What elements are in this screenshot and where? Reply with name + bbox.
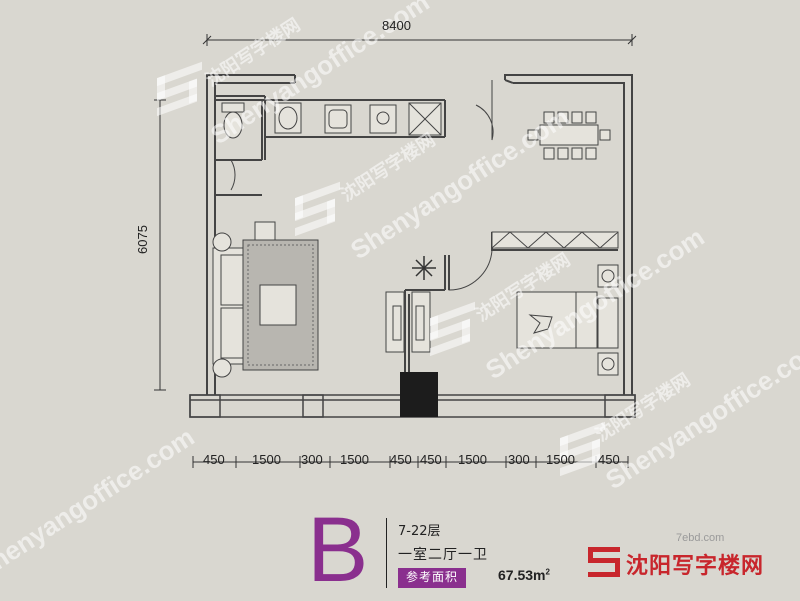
area-label-badge: 参考面积 [398, 568, 467, 588]
kitchen-stove-icon [324, 102, 442, 136]
segment-label: 300 [301, 452, 323, 467]
washbasin-icon [274, 102, 302, 134]
dining-table-icon [527, 111, 611, 160]
floor-range: 7-22层 [398, 524, 441, 539]
area-superscript: 2 [545, 567, 550, 577]
living-room-rug [242, 239, 319, 371]
tv-cabinet-icon [385, 291, 431, 353]
brand-name: 沈阳写字楼网 [626, 554, 765, 579]
room-layout: 一室二厅一卫 [398, 547, 488, 563]
segment-label: 300 [508, 452, 530, 467]
area-number: 67.53m [498, 567, 546, 583]
segment-label: 450 [598, 452, 620, 467]
segment-label: 450 [203, 452, 225, 467]
brand-mark-icon [588, 547, 620, 577]
wardrobe-icon [491, 231, 619, 249]
divider [386, 518, 387, 588]
bed-icon [516, 264, 619, 376]
toilet-icon [221, 102, 245, 139]
unit-type-letter: B [307, 499, 369, 601]
door-swings [230, 80, 494, 291]
bottom-dimension-line [192, 456, 629, 468]
segment-label: 1500 [458, 452, 487, 467]
segment-label: 1500 [340, 452, 369, 467]
total-width-label: 8400 [382, 18, 411, 33]
top-dimension-line [202, 34, 637, 46]
segment-label: 1500 [252, 452, 281, 467]
structural-column [400, 372, 438, 417]
left-dimension-line [154, 99, 166, 391]
total-depth-label: 6075 [134, 225, 150, 254]
sofa-set-icon [212, 221, 276, 378]
segment-label: 450 [420, 452, 442, 467]
segment-label: 450 [390, 452, 412, 467]
small-site-watermark: 7ebd.com [676, 532, 725, 544]
segment-label: 1500 [546, 452, 575, 467]
area-value: 67.53m2 [498, 567, 550, 583]
brand-logo: 沈阳写字楼网 [586, 544, 786, 580]
plant-icon [412, 256, 436, 280]
